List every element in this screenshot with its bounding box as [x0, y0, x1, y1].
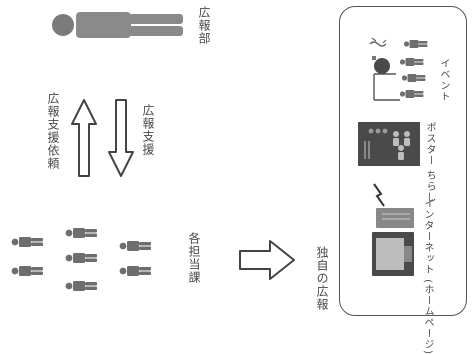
- pr-methods-panel: [339, 6, 467, 316]
- event-label: イベント: [436, 58, 451, 102]
- pr-department-label: 広報部: [196, 6, 213, 45]
- request-arrow-label: 広報支援依頼: [45, 92, 62, 170]
- own-pr-label: 独自の広報: [314, 246, 331, 311]
- sections-label: 各担当課: [186, 232, 203, 284]
- support-arrow-label: 広報支援: [140, 104, 157, 156]
- poster-label: ポスター ちらし: [422, 122, 437, 203]
- internet-label: インターネット (ホームページ): [420, 198, 435, 355]
